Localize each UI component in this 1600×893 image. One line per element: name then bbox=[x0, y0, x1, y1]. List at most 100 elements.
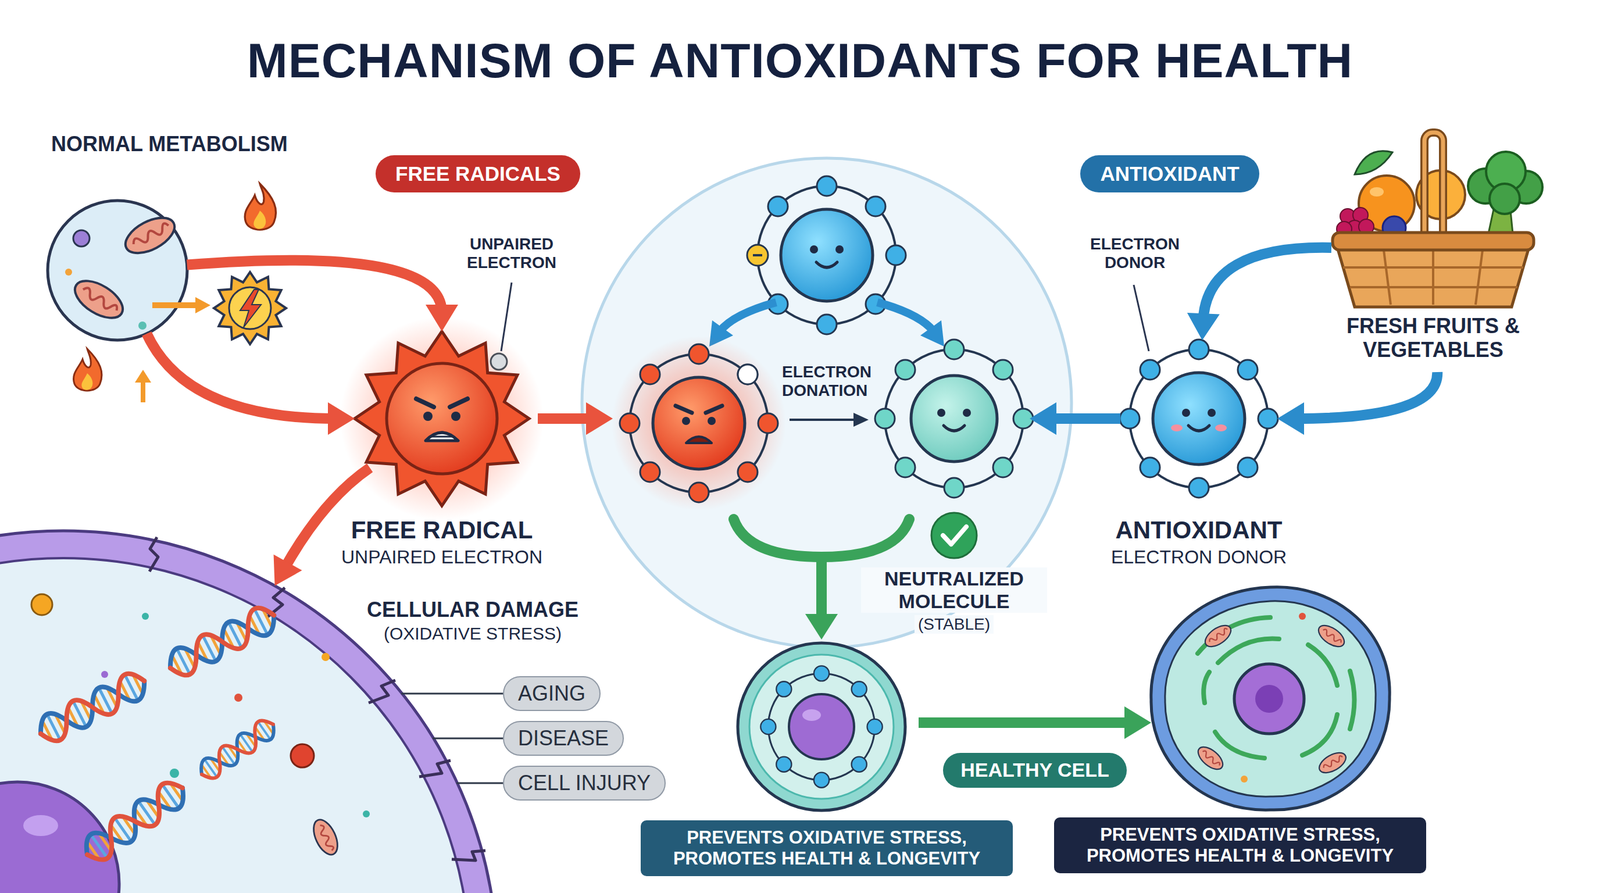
effect-pill: AGING bbox=[502, 676, 601, 711]
produce-basket-illustration bbox=[1424, 132, 1444, 244]
text-column: FREE RADICALUNPAIRED ELECTRON bbox=[319, 516, 564, 569]
text-column: CELLULAR DAMAGE(OXIDATIVE STRESS) bbox=[356, 597, 589, 645]
damaged-cell-illustration bbox=[0, 544, 484, 893]
metabolism-illustration bbox=[68, 273, 129, 325]
node-text: FREE RADICALS bbox=[395, 162, 561, 186]
leader-line bbox=[433, 737, 503, 739]
free-radical-illustration bbox=[340, 316, 544, 521]
node-heading: NORMAL METABOLISM bbox=[51, 131, 288, 156]
connector-arrow bbox=[146, 333, 336, 419]
green-merge-arrow bbox=[816, 556, 827, 617]
healthy-cell bbox=[1197, 617, 1355, 759]
free-radical-illustration bbox=[340, 282, 544, 521]
connector-arrow bbox=[187, 260, 459, 332]
neutralized-molecule-illustration bbox=[943, 526, 967, 545]
node-text: AGING bbox=[518, 681, 586, 706]
metabolism-illustration bbox=[138, 321, 147, 330]
stable-cell bbox=[788, 694, 855, 760]
stable-cell bbox=[802, 709, 821, 721]
arrowhead bbox=[1277, 402, 1305, 435]
connector-arrow bbox=[1048, 413, 1121, 424]
connector-arrow bbox=[1277, 372, 1438, 435]
produce-basket-illustration bbox=[1343, 250, 1524, 305]
benefit-box: PREVENTS OXIDATIVE STRESS, PROMOTES HEAL… bbox=[1054, 817, 1427, 873]
arrowhead bbox=[327, 402, 355, 435]
leader-line bbox=[402, 692, 503, 695]
neutralized-molecule: NEUTRALIZED MOLECULE(STABLE) bbox=[878, 343, 1030, 495]
connector-arrow bbox=[1029, 402, 1121, 435]
neutralized-molecule-illustration bbox=[875, 339, 1034, 498]
electron-donor-molecule bbox=[877, 302, 934, 332]
produce-basket-illustration bbox=[1337, 247, 1530, 307]
reacting-radical bbox=[675, 405, 723, 444]
antioxidant-illustration bbox=[1119, 339, 1278, 498]
damaged-cell-illustration bbox=[149, 537, 159, 572]
damaged-cell-illustration bbox=[169, 768, 180, 778]
antioxidant-illustration bbox=[1215, 424, 1227, 432]
metabolism-illustration bbox=[152, 302, 197, 309]
neutralized-molecule-illustration bbox=[911, 375, 998, 462]
damaged-cell: CELLULAR DAMAGE(OXIDATIVE STRESS) bbox=[0, 530, 498, 893]
healthy-cell bbox=[1151, 587, 1390, 810]
stable-cell bbox=[749, 654, 894, 799]
text-column: ANTIOXIDANTELECTRON DONOR bbox=[1076, 516, 1321, 569]
node-text: DISEASE bbox=[518, 726, 609, 750]
metabolism-illustration bbox=[119, 210, 181, 261]
damaged-cell-illustration bbox=[0, 530, 498, 893]
connector-arrow bbox=[1187, 247, 1332, 341]
central-reaction-circle bbox=[581, 158, 1072, 648]
damaged-cell-illustration bbox=[419, 760, 451, 777]
produce-basket-illustration bbox=[1354, 151, 1393, 175]
metabolism-illustration bbox=[47, 200, 188, 341]
healthy-cell bbox=[1151, 587, 1390, 810]
damaged-cell-illustration bbox=[34, 668, 152, 747]
damaged-cell-illustration bbox=[101, 670, 109, 678]
reacting-radical bbox=[737, 364, 758, 385]
damaged-cell-illustration bbox=[321, 652, 330, 662]
antioxidant-illustration bbox=[1119, 284, 1278, 498]
leader-line bbox=[402, 693, 503, 694]
metabolism-illustration bbox=[229, 287, 271, 330]
healthy-cell bbox=[1315, 621, 1349, 652]
connector-arrow bbox=[146, 333, 355, 435]
metabolism-illustration bbox=[73, 348, 102, 391]
connector-arrow bbox=[1202, 247, 1332, 322]
leader-line bbox=[433, 737, 503, 739]
category-pill: FREE RADICALS bbox=[375, 155, 581, 193]
electron-donor-molecule bbox=[709, 176, 945, 347]
electron-donor-molecule bbox=[719, 302, 777, 332]
antioxidant-illustration bbox=[1181, 408, 1216, 431]
stable-cell bbox=[737, 643, 906, 811]
healthy-cell bbox=[1197, 617, 1271, 654]
arrowhead bbox=[273, 554, 303, 587]
node-heading: FREE RADICAL bbox=[351, 516, 534, 545]
node-heading: CELLULAR DAMAGE bbox=[366, 597, 579, 622]
neutralized-molecule-illustration bbox=[875, 339, 1034, 559]
free-radical-illustration bbox=[416, 398, 468, 441]
healthy-cell bbox=[1255, 684, 1284, 713]
benefit-box: PREVENTS OXIDATIVE STRESS, PROMOTES HEAL… bbox=[640, 820, 1013, 876]
arrowhead bbox=[1187, 312, 1220, 341]
node-text: PREVENTS OXIDATIVE STRESS, PROMOTES HEAL… bbox=[1065, 824, 1415, 866]
metabolism-illustration bbox=[134, 369, 152, 383]
leader-line bbox=[457, 782, 503, 784]
stable-cell bbox=[760, 665, 882, 788]
node-heading: NEUTRALIZED MOLECULE bbox=[861, 567, 1048, 613]
node-subtext: UNPAIRED ELECTRON bbox=[341, 546, 543, 569]
metabolism-illustration bbox=[140, 381, 146, 403]
damaged-cell-illustration bbox=[234, 693, 243, 702]
damaged-cell-illustration bbox=[141, 612, 149, 620]
free-radical: FREE RADICALUNPAIRED ELECTRON bbox=[354, 331, 530, 506]
antioxidant-illustration bbox=[1170, 424, 1183, 432]
free-radical-illustration bbox=[354, 331, 530, 506]
antioxidant-illustration bbox=[1133, 284, 1149, 352]
category-pill: ANTIOXIDANT bbox=[1080, 155, 1259, 193]
callout-label: ELECTRON DONATION bbox=[781, 362, 884, 400]
produce-basket: FRESH FRUITS & VEGETABLES bbox=[1331, 127, 1535, 373]
text-column: NORMAL METABOLISM bbox=[51, 131, 325, 156]
healthy-cell bbox=[1234, 663, 1305, 734]
effect-pill: CELL INJURY bbox=[502, 765, 666, 800]
metabolism-illustration bbox=[244, 183, 276, 230]
callout-label: UNPAIRED ELECTRON bbox=[459, 234, 564, 273]
